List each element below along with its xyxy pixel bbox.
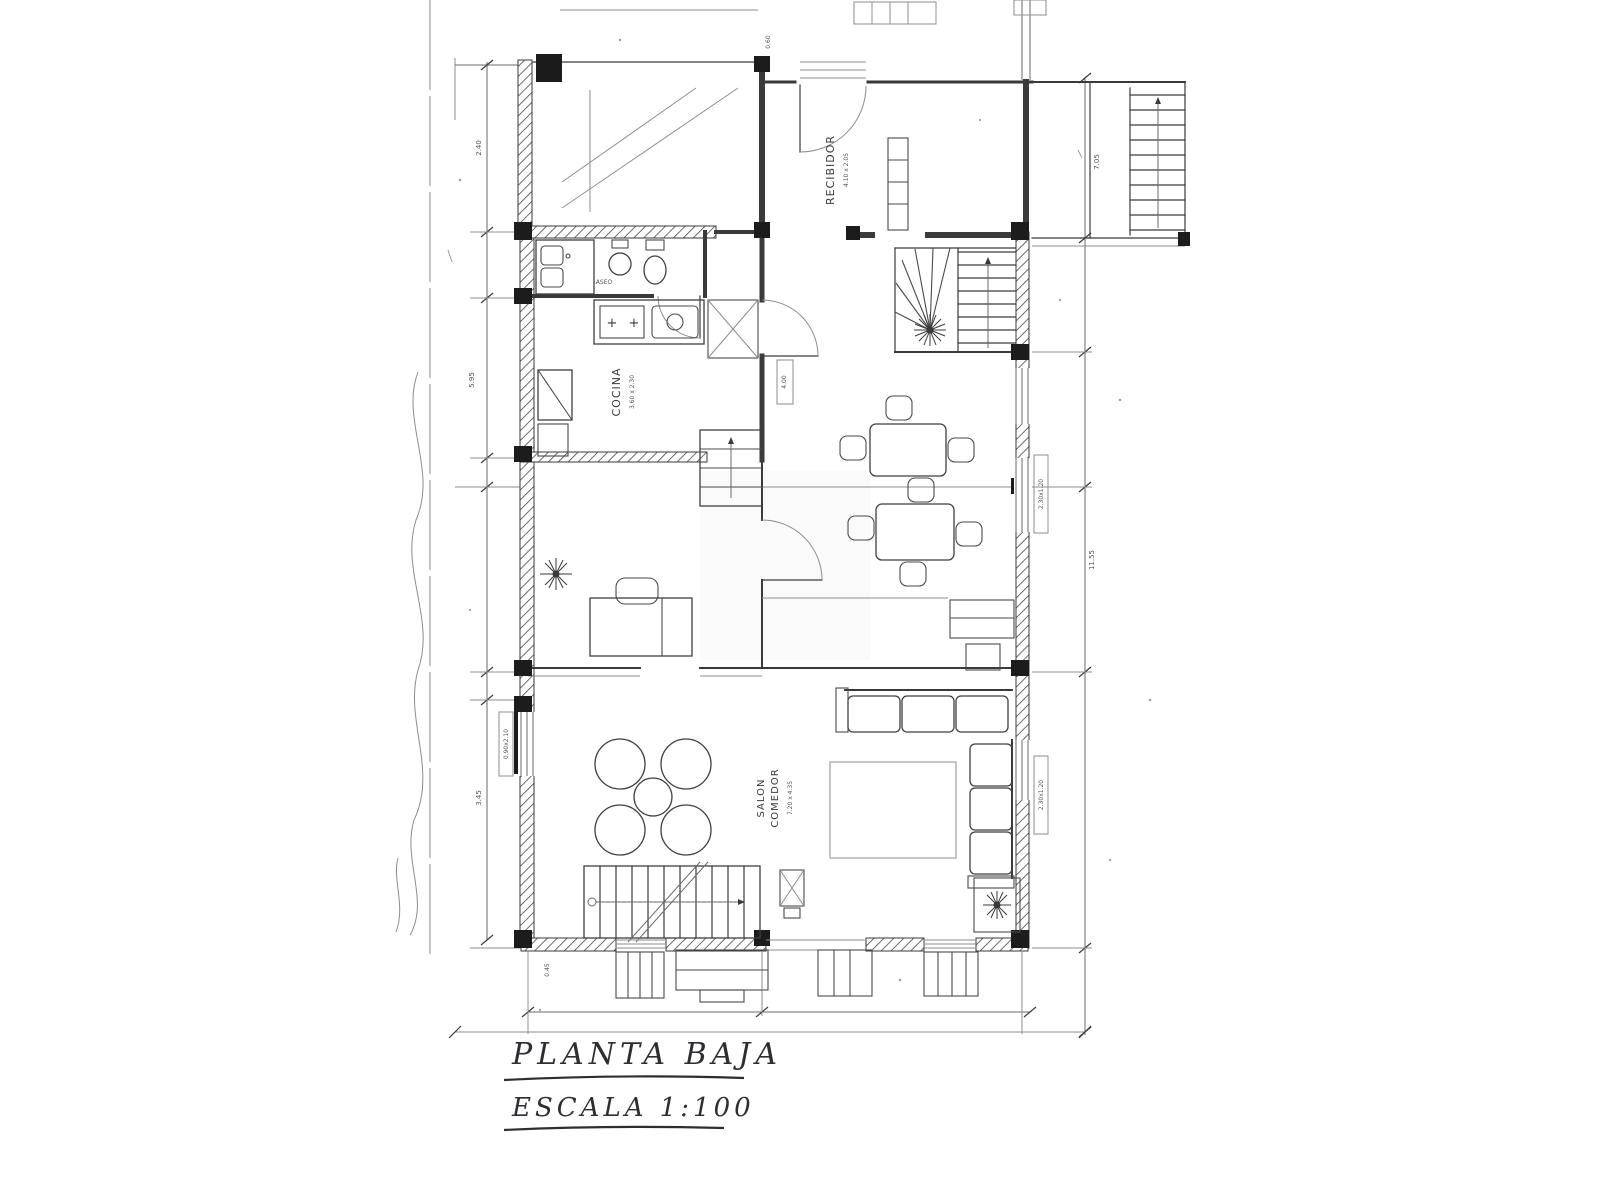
dim-top-small: 0.60 [765,35,772,49]
base-cabinet [537,423,569,457]
right-wall-windows [1014,368,1031,800]
left-wall-window [518,712,536,776]
scan-speckles [447,38,1152,1012]
stove-burner-left: + [607,316,618,331]
hall-wardrobe [707,299,759,359]
lower-staircase [583,861,761,943]
dim-left-top: 2.40 [475,140,483,156]
sofa-right [967,739,1015,889]
kitchen-counter [593,299,705,345]
room-label-salon-1: SALON [756,779,767,818]
dim-terrace: 7.05 [1093,154,1101,170]
lamp-table [973,877,1021,933]
room-label-aseo: ASEO [596,279,613,286]
scan-watermark [700,470,870,660]
dim-left-mid: 5.95 [468,372,476,388]
sink-unit [535,239,595,295]
kitchen: + + [537,299,705,457]
fridge [537,369,573,421]
hand-basin [608,252,632,276]
plan-scale: ESCALA 1:100 [511,1093,755,1123]
room-label-recibidor: RECIBIDOR [824,135,837,205]
dining-table-2 [847,503,983,587]
stove-burner-right: + [629,316,640,331]
plant-starburst [540,558,572,590]
dim-hall: 4.00 [781,375,788,389]
split-level-steps [699,429,763,507]
dim-door-left: 0.90x2.10 [503,729,510,759]
small-cabinet [779,869,805,919]
main-staircase [894,247,1017,353]
room-dims-cocina: 3.60 x 2.30 [629,375,636,409]
dim-window-upper: 2.30x1.20 [1038,479,1045,509]
context-boundary-lines [395,0,1047,955]
dining-table-1 [839,395,975,503]
entry-door [799,84,867,153]
newel-starburst [914,314,946,346]
study-desk [589,577,693,657]
winder-fan [894,247,951,331]
room-label-cocina: COCINA [610,367,623,416]
chimney-block [536,54,562,82]
rug [829,761,957,859]
room-dims-salon: 7.20 x 4.35 [787,781,794,815]
aseo-fixtures [535,239,667,295]
plan-title: PLANTA BAJA [511,1037,782,1072]
room-dims-recibidor: 4.10 x 2.05 [843,153,850,187]
dim-porch-step: 0.45 [544,963,551,977]
toilet [643,255,667,285]
bottom-porch-steps [615,949,979,1003]
sideboard [949,599,1015,671]
dim-right-total: 11.55 [1088,550,1096,570]
sofa-top [835,687,1013,733]
scale-underline [503,1125,725,1132]
hall-dim-box [776,359,794,405]
terrace-stairs [1129,87,1186,236]
lamp-starburst [983,891,1011,919]
upper-annex [517,54,763,229]
dim-left-low: 3.45 [475,790,483,806]
window-label-boxes [498,454,1049,835]
interior-doors [657,295,823,581]
room-label-salon-2: COMEDOR [770,768,781,827]
stove [599,305,645,339]
recibidor-closet [887,137,909,231]
round-table-set [594,738,712,856]
terrace [760,61,1186,247]
dim-window-lower: 2.30x1.20 [1038,780,1045,810]
round-table [633,777,673,817]
title-block: PLANTA BAJA ESCALA 1:100 [503,1037,782,1132]
title-underline [503,1075,745,1082]
desk-chair [615,577,659,605]
oven [651,305,699,339]
